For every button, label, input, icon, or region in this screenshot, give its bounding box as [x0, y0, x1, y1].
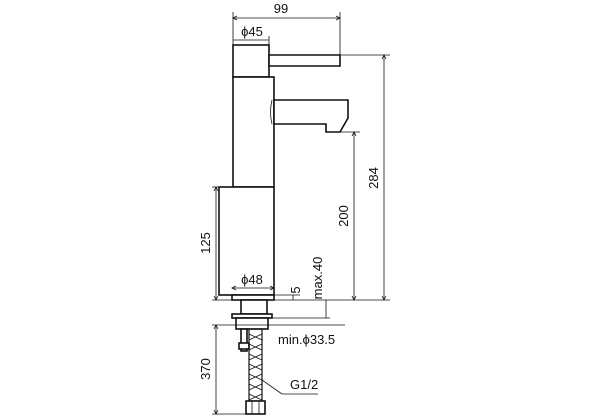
faucet-body — [218, 44, 349, 301]
nut — [235, 317, 269, 330]
hose-nut — [245, 400, 266, 415]
handle-lever — [268, 54, 341, 67]
spout — [273, 99, 349, 133]
spout-joint — [270, 99, 273, 125]
dim-overall-height: 284 — [366, 167, 381, 189]
dim-max-deck-thickness: max.40 — [310, 257, 325, 300]
stud-nut — [238, 342, 250, 350]
dim-hose-length: 370 — [198, 358, 213, 380]
handle-cap — [232, 44, 270, 78]
dim-base-gap: 5 — [288, 286, 303, 293]
stud — [240, 328, 248, 352]
mounting-hardware — [231, 299, 273, 415]
dim-connection-thread: G1/2 — [290, 377, 318, 392]
dim-overall-reach: 99 — [274, 1, 288, 16]
dim-spout-height: 200 — [336, 205, 351, 227]
dimension-lines — [212, 12, 390, 415]
dim-min-hole-diameter: min.ϕ33.5 — [278, 332, 335, 347]
dim-body-height: 125 — [198, 232, 213, 254]
upper-body — [232, 76, 275, 188]
threaded-shank — [240, 299, 268, 315]
dim-handle-diameter: ϕ45 — [241, 24, 263, 39]
dim-base-diameter: ϕ48 — [241, 272, 263, 287]
